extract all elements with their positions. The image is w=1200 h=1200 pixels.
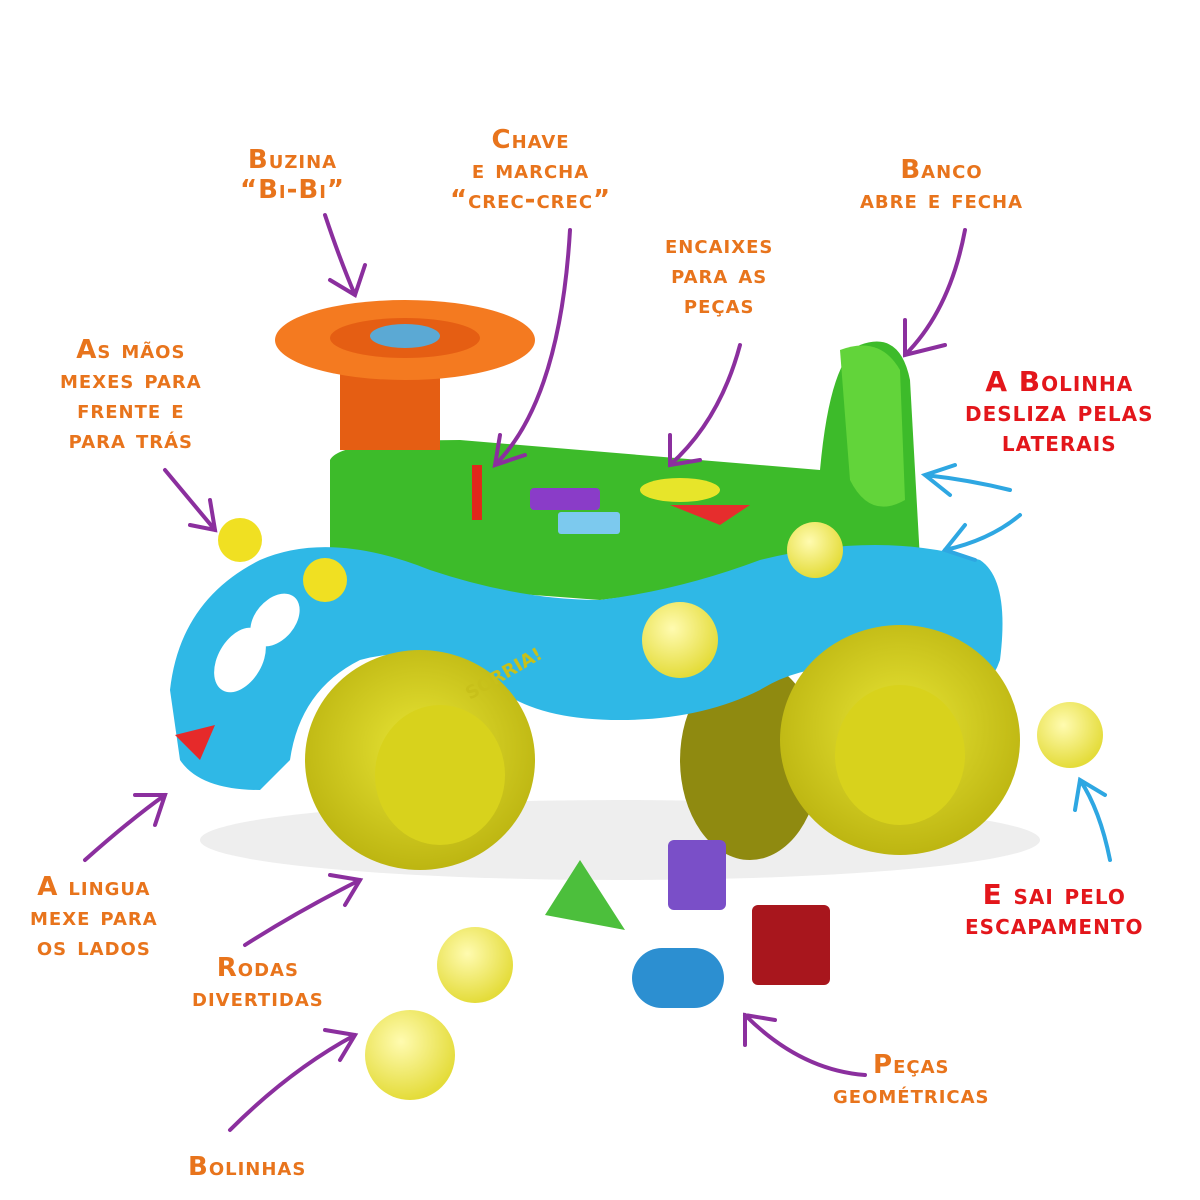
arrow-rodas (243, 873, 364, 947)
label-chave: Chave e marcha “crec-crec” (450, 125, 611, 215)
ball-loose-1 (437, 927, 513, 1003)
purple-arrows (83, 213, 967, 1132)
shape-hole-square (558, 512, 620, 534)
label-line: Chave (491, 125, 570, 155)
arrow-encaixes (668, 343, 742, 468)
arrow-escapamento (1073, 776, 1112, 862)
arrow-lingua (83, 793, 168, 862)
arrow-desliza-1 (920, 463, 1012, 497)
block-hexagon (752, 905, 830, 985)
ball-exhaust (1037, 702, 1103, 768)
label-lingua: A lingua mexe para os lados (30, 872, 158, 962)
green-seat-body (330, 341, 920, 600)
label-line: A lingua (37, 872, 151, 902)
label-line: laterais (1001, 425, 1117, 458)
label-line: Peças (873, 1050, 950, 1080)
label-line: As mãos (76, 335, 186, 365)
label-line: desliza pelas (965, 395, 1154, 428)
shape-hole-circle (640, 478, 720, 502)
shape-hole-pentagon (530, 488, 600, 510)
label-bolinhas: Bolinhas (188, 1152, 306, 1182)
label-line: “crec-crec” (450, 185, 612, 215)
label-line: e marcha (471, 155, 590, 185)
label-banco: Banco abre e fecha (860, 155, 1023, 215)
seat-backrest (840, 345, 905, 507)
blue-body (170, 545, 1003, 790)
label-line: Banco (900, 155, 983, 185)
label-sai-pelo: E sai pelo escapamento (965, 880, 1143, 940)
eye-right (250, 593, 300, 647)
shape-hole-triangle (670, 505, 750, 525)
eye-left (214, 627, 266, 693)
ball-on-body (787, 522, 843, 578)
label-maos: As mãos mexes para frente e para trás (60, 335, 202, 455)
label-line: escapamento (965, 908, 1144, 941)
blue-arrows (920, 463, 1112, 862)
label-line: peças (683, 290, 755, 320)
ball-loose-2 (365, 1010, 455, 1100)
label-encaixes: encaixes para as peças (665, 230, 773, 320)
label-buzina: Buzina “Bi-Bi” (240, 145, 345, 205)
label-line: geométricas (833, 1080, 990, 1110)
arrow-banco (903, 228, 967, 358)
label-line: frente e (77, 395, 185, 425)
arrow-pecas (743, 1012, 867, 1077)
block-cylinder (632, 948, 724, 1008)
arrow-chave (492, 228, 572, 468)
arrow-buzina (323, 213, 367, 298)
block-triangle (545, 860, 625, 930)
label-line: A Bolinha (985, 365, 1134, 398)
arrow-desliza-2 (941, 513, 1022, 562)
label-line: abre e fecha (860, 185, 1024, 215)
label-line: divertidas (192, 983, 324, 1013)
label-line: Bolinhas (188, 1152, 307, 1182)
label-line: para trás (68, 425, 194, 455)
tongue (175, 725, 215, 760)
horn-button (370, 324, 440, 348)
label-line: encaixes (665, 230, 774, 260)
hand-left (218, 518, 262, 562)
hand-right (303, 558, 347, 602)
label-line: os lados (36, 932, 151, 962)
label-bolinha-desliza: A Bolinha desliza pelas laterais (965, 367, 1154, 457)
arrow-maos (163, 468, 218, 533)
label-line: Buzina (247, 145, 338, 175)
label-line: para as (671, 260, 768, 290)
ball-in-slide (642, 602, 718, 678)
label-line: Rodas (216, 953, 299, 983)
label-line: mexe para (30, 902, 158, 932)
label-line: “Bi-Bi” (240, 175, 345, 205)
block-pentagon (668, 840, 726, 910)
label-line: E sai pelo (982, 878, 1126, 911)
label-pecas: Peças geométricas (833, 1050, 990, 1110)
rear-wheel (780, 625, 1020, 855)
front-wheel (305, 650, 535, 870)
arrow-bolinhas (228, 1028, 359, 1132)
label-line: mexes para (60, 365, 202, 395)
label-rodas: Rodas divertidas (192, 953, 324, 1013)
key-lever (472, 465, 482, 520)
